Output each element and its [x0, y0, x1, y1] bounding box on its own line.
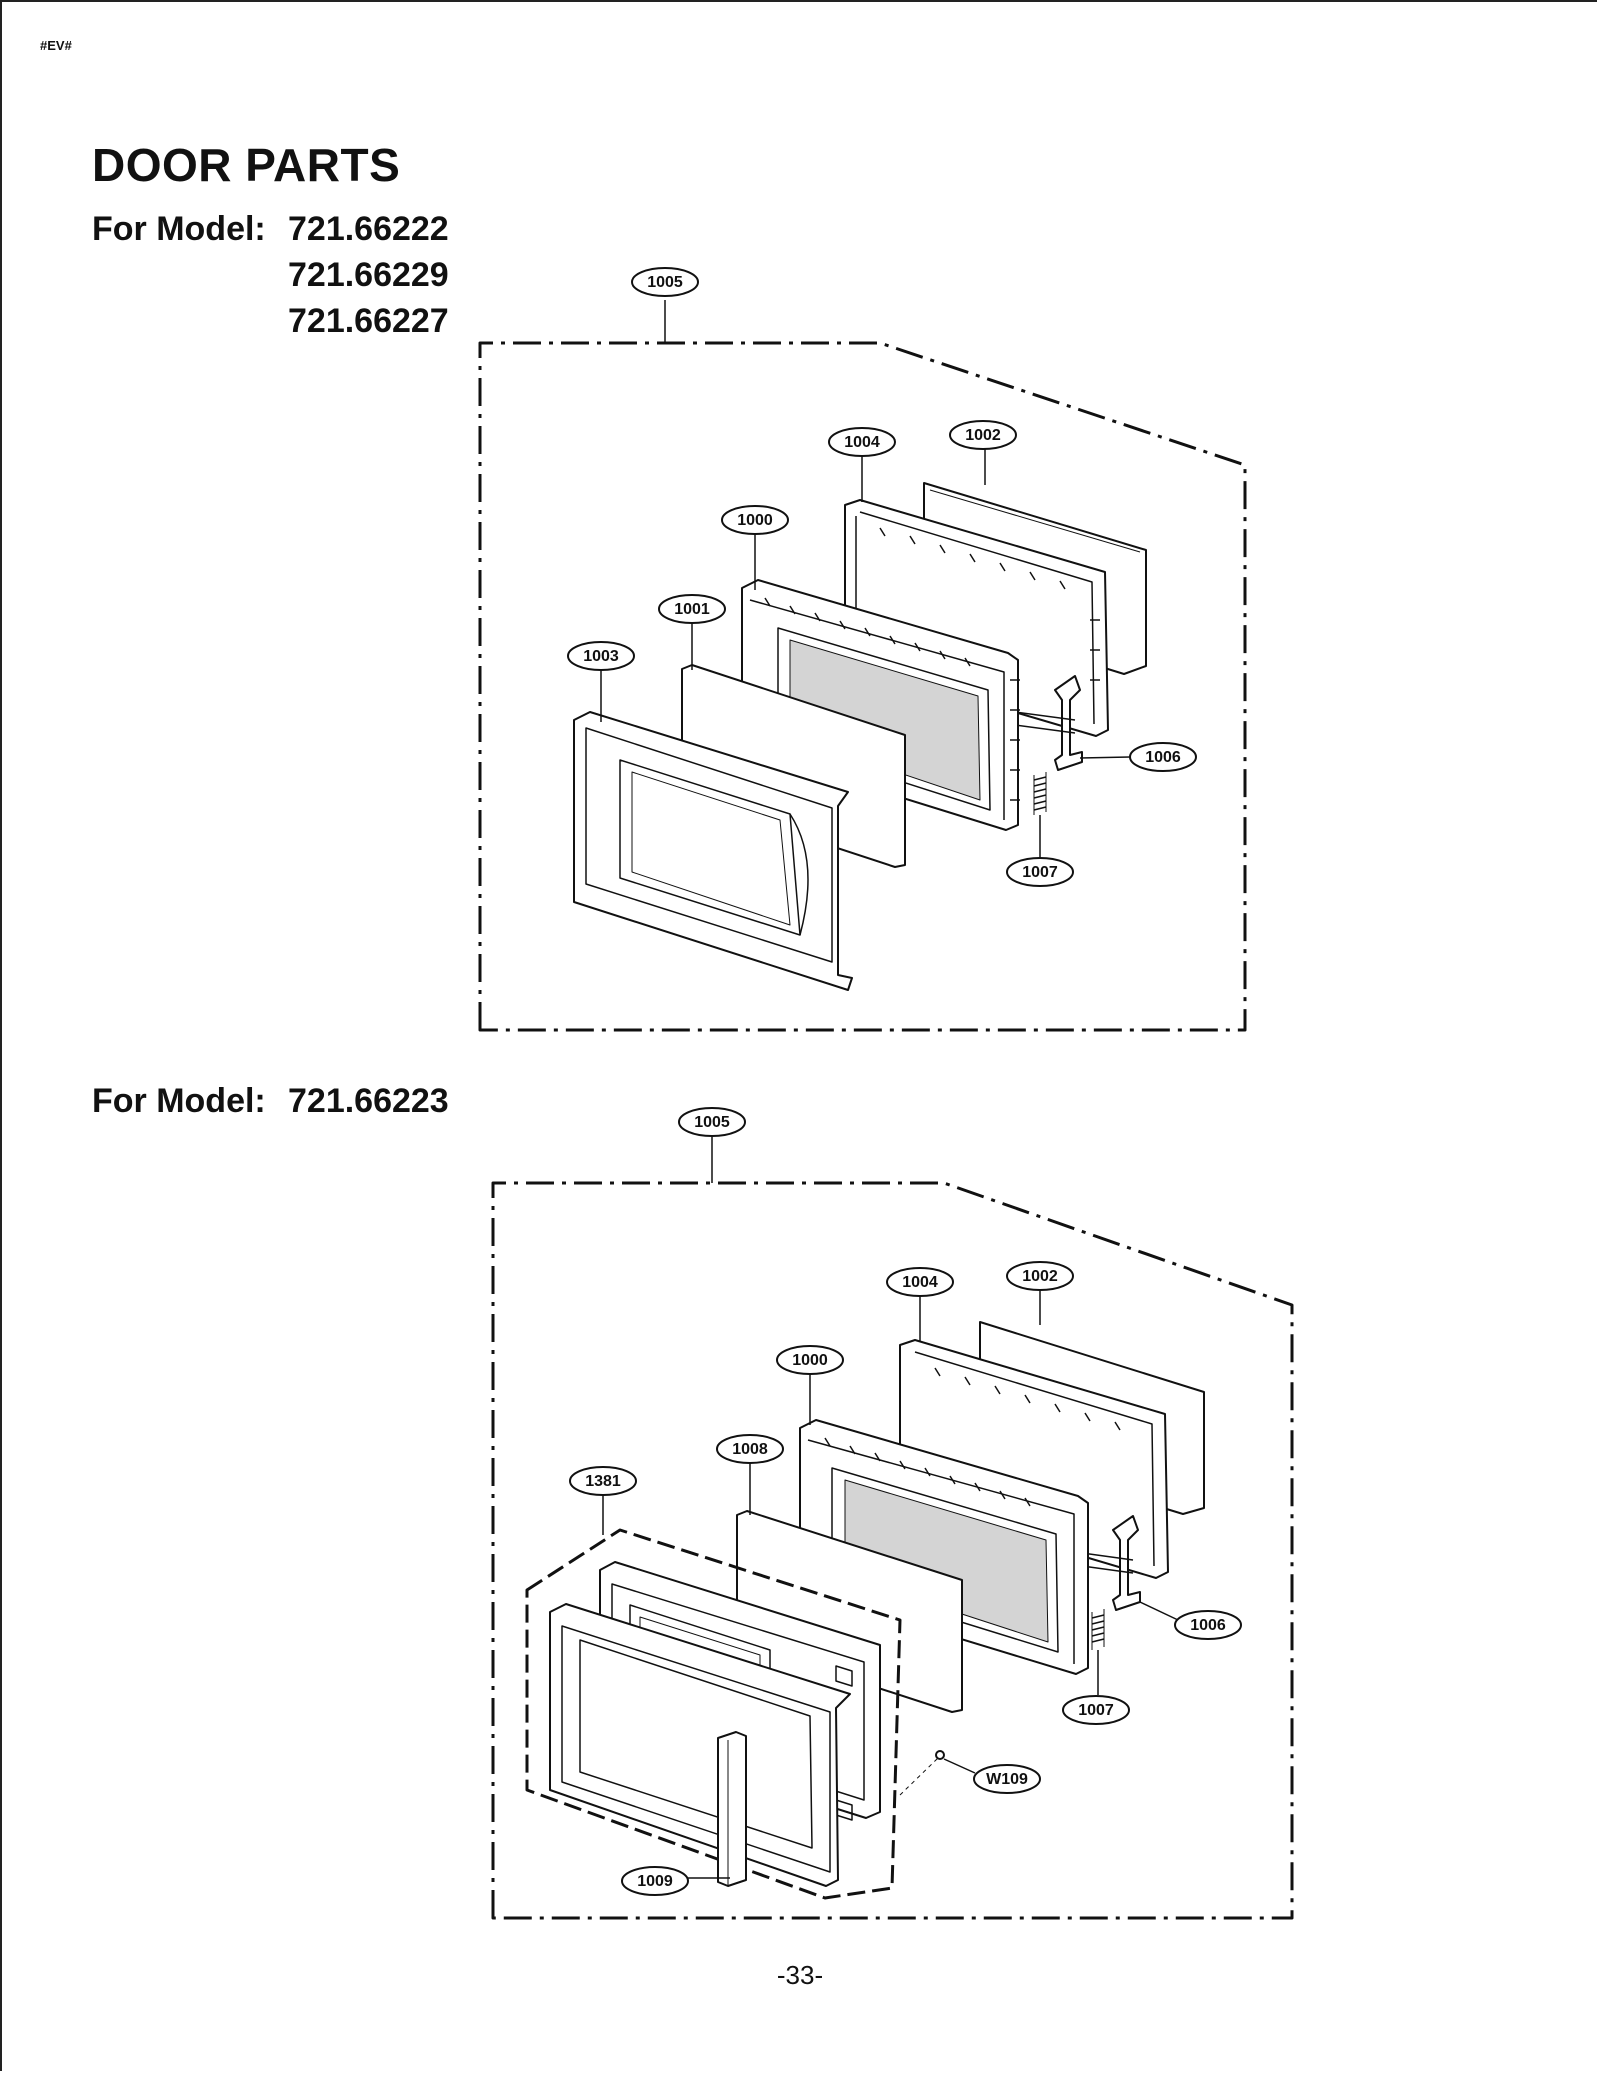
section2-screw	[899, 1750, 945, 1796]
callout-1000-s1: 1000	[721, 505, 789, 535]
callout-1381-s2-label: 1381	[585, 1473, 621, 1490]
callout-1008-s2-label: 1008	[732, 1441, 768, 1458]
section2-spring	[1091, 1609, 1105, 1650]
callout-1006-s1-label: 1006	[1145, 749, 1181, 766]
section1-diagram	[478, 341, 1247, 1032]
callout-1005-s2: 1005	[678, 1107, 746, 1137]
callout-1009-s2-label: 1009	[637, 1873, 673, 1890]
callout-1007-s2: 1007	[1062, 1695, 1130, 1725]
callout-w109-s2-label: W109	[986, 1771, 1028, 1788]
callout-w109-s2: W109	[973, 1764, 1041, 1794]
callout-1002-s2: 1002	[1006, 1261, 1074, 1291]
callout-1008-s2: 1008	[716, 1434, 784, 1464]
section1-choke-cover	[573, 711, 853, 991]
callout-1003-s1-label: 1003	[583, 648, 619, 665]
callout-1000-s2-label: 1000	[792, 1352, 828, 1369]
callout-1002-s1: 1002	[949, 420, 1017, 450]
callout-1005-s2-label: 1005	[694, 1114, 730, 1131]
section2-diagram	[491, 1181, 1294, 1920]
leader-lines	[600, 300, 1179, 1879]
section1-callouts: 1005 1004 1002 1000 1001 1003 1006 1007	[567, 267, 1197, 887]
section2-outer-panel	[549, 1603, 851, 1887]
section1-latch	[1014, 675, 1083, 771]
callout-1381-s2: 1381	[569, 1466, 637, 1496]
section1-label: For Model:	[92, 210, 266, 248]
callout-1004-s2-label: 1004	[902, 1274, 938, 1291]
section1-assembly-boundary	[478, 341, 1247, 1032]
callout-1001-s1-label: 1001	[674, 601, 710, 618]
section1-model-label: For Model:	[92, 210, 266, 249]
callout-1000-s2: 1000	[776, 1345, 844, 1375]
section1-model-2: 721.66229	[288, 256, 449, 294]
callout-1005-s1-label: 1005	[647, 274, 683, 291]
section1-model-1: 721.66222	[288, 210, 449, 248]
callout-1004-s2: 1004	[886, 1267, 954, 1297]
callout-1004-s1-label: 1004	[844, 434, 880, 451]
callout-1002-s2-label: 1002	[1022, 1268, 1058, 1285]
callout-1000-s1-label: 1000	[737, 512, 773, 529]
callout-1006-s2-label: 1006	[1190, 1617, 1226, 1634]
callout-1006-s2: 1006	[1174, 1610, 1242, 1640]
section2-model-label: For Model:	[92, 1082, 266, 1120]
callout-1005-s1: 1005	[631, 267, 699, 297]
section2-handle	[717, 1731, 747, 1887]
page-number: -33-	[776, 1960, 824, 1990]
section2-assembly-boundary	[491, 1181, 1294, 1920]
callout-1004-s1: 1004	[828, 427, 896, 457]
section2-front-assembly-boundary	[525, 1528, 902, 1900]
callout-1006-s1: 1006	[1129, 742, 1197, 772]
page-title: DOOR PARTS	[92, 139, 401, 191]
callout-1001-s1: 1001	[658, 594, 726, 624]
callout-1009-s2: 1009	[621, 1866, 689, 1896]
callout-1002-s1-label: 1002	[965, 427, 1001, 444]
section2-callouts: 1005 1004 1002 1000 1008 1381 1006 1007	[569, 1107, 1242, 1896]
section1-model-3: 721.66227	[288, 302, 449, 340]
corner-tag: #EV#	[40, 38, 72, 53]
section2-model-1: 721.66223	[288, 1082, 449, 1120]
callout-1007-s1: 1007	[1006, 857, 1074, 887]
callout-1007-s2-label: 1007	[1078, 1702, 1114, 1719]
callout-1003-s1: 1003	[567, 641, 635, 671]
section1-spring	[1033, 772, 1047, 815]
callout-1007-s1-label: 1007	[1022, 864, 1058, 881]
